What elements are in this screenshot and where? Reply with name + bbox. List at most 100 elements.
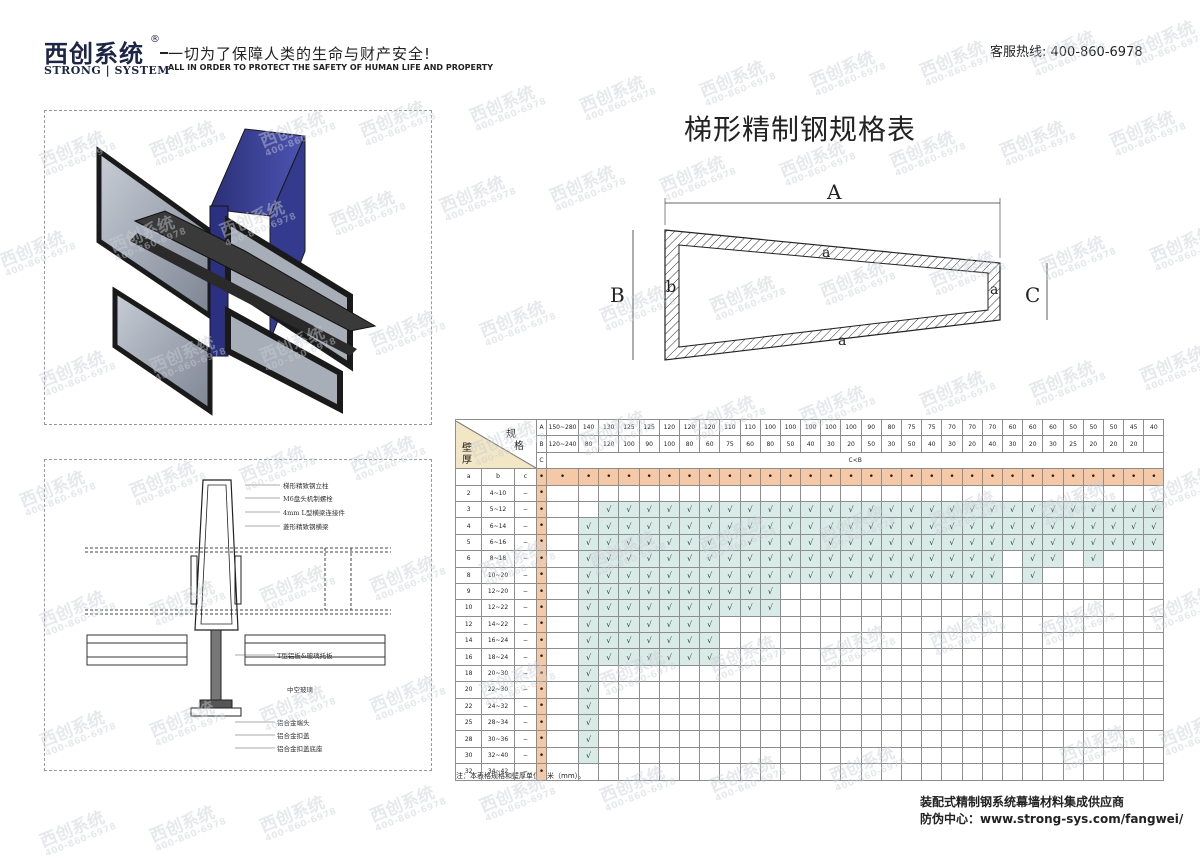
empty-cell	[598, 730, 620, 748]
empty-cell	[577, 763, 600, 781]
dot-cell: •	[536, 632, 547, 650]
check-cell: √	[1143, 533, 1165, 552]
watermark-phone: 400-860-6978	[473, 96, 549, 135]
empty-cell	[598, 664, 620, 683]
check-cell: √	[759, 566, 781, 584]
empty-cell	[800, 615, 822, 634]
empty-cell	[880, 632, 903, 650]
empty-cell	[1143, 582, 1165, 601]
empty-cell	[921, 582, 943, 601]
watermark-phone: 400-860-6978	[703, 71, 779, 110]
check-cell: √	[618, 632, 640, 650]
section-panel: 梯形精致钢立柱 M6盘头机制螺栓 4mm L型横梁连接件 菱形精致钢横梁 T型铝…	[44, 459, 432, 771]
logo-divider	[160, 52, 168, 54]
spec-b-cell: 80	[577, 435, 600, 453]
thickness-b-cell: 20~30	[481, 664, 515, 683]
check-cell: √	[577, 632, 600, 650]
watermark-text: 西创系统	[1137, 342, 1200, 387]
empty-cell	[719, 763, 741, 781]
check-cell: √	[1042, 500, 1064, 519]
check-cell: √	[759, 582, 781, 601]
footer-anticounterfeit: 防伪中心：www.strong-sys.com/fangwei/	[920, 812, 1184, 826]
watermark-text: 西创系统	[1107, 107, 1178, 152]
spec-b-cell: 75	[719, 435, 741, 453]
empty-cell	[981, 599, 1003, 617]
spec-b-cell: 50	[779, 435, 802, 453]
thickness-a-cell: 12	[454, 615, 483, 634]
empty-cell	[961, 484, 983, 502]
spec-a-cell: 110	[719, 418, 741, 437]
thickness-b-cell: 30~36	[481, 730, 515, 748]
empty-cell	[1042, 582, 1064, 601]
check-cell: √	[638, 533, 660, 552]
empty-cell	[820, 746, 842, 765]
spec-a-cell: 40	[1143, 418, 1165, 437]
corner-spec-label: 规	[506, 427, 516, 440]
empty-cell	[719, 681, 741, 699]
check-cell: √	[840, 517, 862, 535]
empty-cell	[1102, 681, 1125, 699]
check-cell: √	[699, 517, 721, 535]
spec-a-cell: 60	[1022, 418, 1044, 437]
empty-cell	[1062, 664, 1084, 683]
dot-cell: •	[840, 468, 862, 486]
check-cell: √	[658, 566, 680, 584]
check-cell: √	[779, 500, 802, 519]
empty-cell	[900, 697, 923, 716]
spec-b-cell: 30	[1001, 435, 1024, 453]
check-cell: √	[577, 746, 600, 765]
check-cell: √	[658, 632, 680, 650]
check-cell: √	[1062, 517, 1084, 535]
empty-cell	[779, 664, 802, 683]
empty-cell	[860, 697, 882, 716]
watermark-phone: 400-860-6978	[1003, 131, 1079, 170]
empty-cell	[1102, 550, 1125, 568]
dot-cell: •	[546, 468, 579, 486]
empty-cell	[1062, 697, 1084, 716]
empty-cell	[739, 681, 761, 699]
spec-a-cell: 50	[1062, 418, 1084, 437]
check-cell: √	[900, 533, 923, 552]
empty-cell	[1102, 566, 1125, 584]
empty-cell	[941, 714, 963, 732]
thickness-c-cell: −	[513, 730, 538, 748]
empty-cell	[1123, 648, 1145, 666]
thickness-a-cell: 25	[454, 714, 483, 732]
empty-cell	[719, 648, 741, 666]
empty-cell	[779, 746, 802, 765]
thickness-c-cell: −	[513, 517, 538, 535]
empty-cell	[1082, 664, 1104, 683]
check-cell: √	[800, 533, 822, 552]
spec-a-cell: 100	[840, 418, 862, 437]
dot-cell: •	[658, 468, 680, 486]
thickness-c-cell: −	[513, 697, 538, 716]
spec-a-cell: 75	[900, 418, 923, 437]
spec-a-cell: 80	[880, 418, 903, 437]
empty-cell	[1082, 566, 1104, 584]
thickness-a-cell: 14	[454, 632, 483, 650]
empty-cell	[719, 615, 741, 634]
empty-cell	[739, 730, 761, 748]
empty-cell	[1022, 697, 1044, 716]
empty-cell	[759, 681, 781, 699]
check-cell: √	[638, 632, 660, 650]
empty-cell	[577, 500, 600, 519]
empty-cell	[921, 697, 943, 716]
empty-cell	[1143, 566, 1165, 584]
empty-cell	[1022, 632, 1044, 650]
empty-cell	[1123, 746, 1145, 765]
thickness-a-cell: 6	[454, 550, 483, 568]
hotline-text: 客服热线: 400-860-6978	[990, 45, 1143, 60]
empty-cell	[719, 632, 741, 650]
thickness-b-cell: 16~24	[481, 632, 515, 650]
callout-cover-base: 铝合金扣盖底座	[277, 744, 323, 753]
empty-cell	[961, 632, 983, 650]
empty-cell	[1042, 599, 1064, 617]
check-cell: √	[598, 615, 620, 634]
empty-cell	[779, 697, 802, 716]
dot-cell: •	[536, 615, 547, 634]
empty-cell	[900, 484, 923, 502]
